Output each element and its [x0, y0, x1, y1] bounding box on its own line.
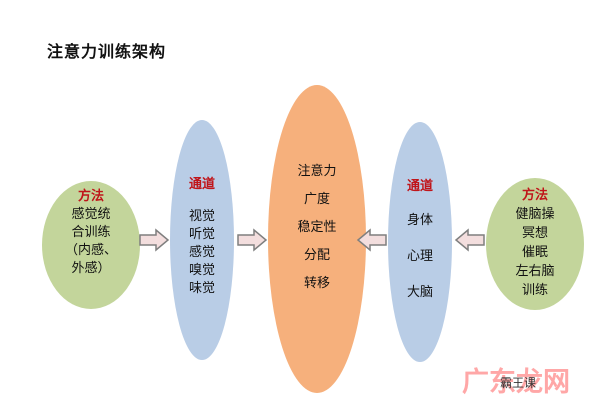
- left-channel-text: 通道 视觉 听觉 感觉 嗅觉 味觉: [170, 176, 234, 298]
- right-channel-line-3: 大脑: [406, 285, 433, 300]
- right-channel-line-1: 身体: [406, 213, 433, 228]
- left-channel-line-3: 感觉: [188, 245, 215, 260]
- center-line-3: 稳定性: [297, 220, 337, 235]
- right-method-line-5: 训练: [521, 283, 548, 298]
- page-title: 注意力训练架构: [47, 42, 167, 61]
- left-method-line-3: （内感、: [64, 243, 117, 258]
- right-channel-ellipse: [388, 122, 452, 362]
- left-channel-line-5: 味觉: [188, 281, 215, 296]
- left-method-text: 方法 感觉统 合训练 （内感、 外感）: [42, 188, 140, 278]
- right-method-line-1: 健脑操: [515, 207, 555, 222]
- left-method-line-2: 合训练: [71, 225, 111, 240]
- left-channel-line-2: 听觉: [188, 227, 215, 242]
- right-method-heading: 方法: [521, 188, 548, 203]
- right-channel-line-2: 心理: [406, 249, 433, 264]
- left-method-heading: 方法: [77, 189, 104, 204]
- left-channel-heading: 通道: [188, 177, 215, 192]
- left-channel-line-1: 视觉: [188, 209, 215, 224]
- left-method-line-1: 感觉统: [71, 207, 111, 222]
- arrow-left-2: [454, 228, 485, 252]
- right-method-line-2: 冥想: [521, 226, 548, 241]
- right-channel-text: 通道 身体 心理 大脑: [388, 178, 452, 302]
- right-method-line-4: 左右脑: [515, 264, 555, 279]
- left-channel-line-4: 嗅觉: [188, 263, 215, 278]
- watermark-site: 广东龙网: [462, 367, 570, 398]
- right-method-ellipse: [486, 178, 584, 310]
- left-method-line-4: 外感）: [71, 261, 111, 276]
- center-line-2: 广度: [303, 192, 330, 207]
- center-line-1: 注意力: [297, 164, 337, 179]
- right-channel-heading: 通道: [406, 179, 433, 194]
- center-line-5: 转移: [303, 276, 330, 291]
- right-method-line-3: 催眠: [521, 245, 548, 260]
- watermark-account: 霸王课: [500, 376, 537, 390]
- left-method-ellipse: [42, 181, 140, 309]
- arrow-right-2: [237, 228, 268, 252]
- center-text: 注意力 广度 稳定性 分配 转移: [268, 158, 366, 298]
- arrow-left-1: [356, 228, 387, 252]
- left-channel-ellipse: [170, 120, 234, 360]
- center-ellipse: [268, 85, 366, 393]
- right-method-text: 方法 健脑操 冥想 催眠 左右脑 训练: [486, 186, 584, 300]
- center-line-4: 分配: [303, 248, 330, 263]
- arrow-right-1: [139, 228, 170, 252]
